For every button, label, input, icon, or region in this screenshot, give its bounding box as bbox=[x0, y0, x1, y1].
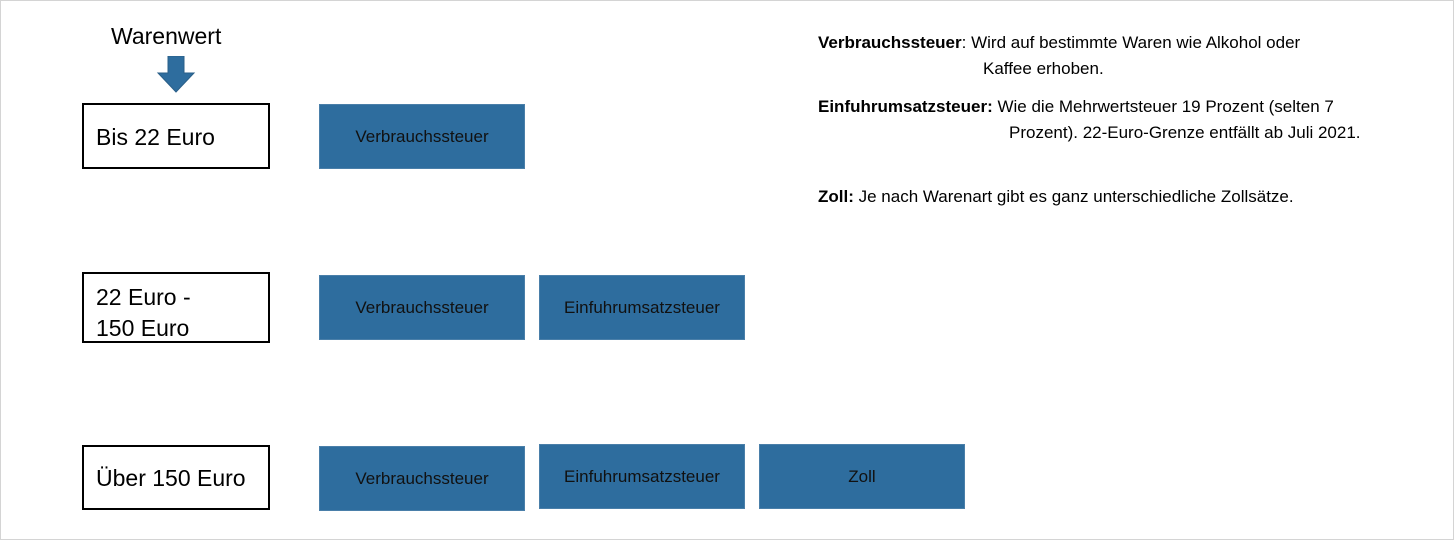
range-label-line2: 150 Euro bbox=[96, 315, 190, 341]
range-box-22-to-150: 22 Euro - 150 Euro bbox=[82, 272, 270, 343]
tax-box-zoll: Zoll bbox=[759, 444, 965, 509]
tax-box-einfuhrumsatzsteuer: Einfuhrumsatzsteuer bbox=[539, 444, 745, 509]
header-label: Warenwert bbox=[111, 23, 222, 49]
range-box-over-150: Über 150 Euro bbox=[82, 445, 270, 510]
legend-description: : Wird auf bestimmte Waren wie Alkohol o… bbox=[961, 33, 1301, 52]
legend-zoll: Zoll: Je nach Warenart gibt es ganz unte… bbox=[818, 184, 1438, 210]
range-box-under-22: Bis 22 Euro bbox=[82, 103, 270, 169]
legend-term: Einfuhrumsatzsteuer: bbox=[818, 97, 993, 116]
legend-description: Wie die Mehrwertsteuer 19 Prozent (selte… bbox=[992, 97, 1334, 116]
range-label: Über 150 Euro bbox=[96, 465, 246, 491]
legend-term: Zoll: bbox=[818, 187, 854, 206]
legend-description-cont: Prozent). 22-Euro-Grenze entfällt ab Jul… bbox=[1009, 123, 1361, 142]
legend-description-cont: Kaffee erhoben. bbox=[983, 59, 1104, 78]
down-arrow-icon bbox=[156, 56, 196, 93]
tax-box-verbrauchssteuer: Verbrauchssteuer bbox=[319, 275, 525, 340]
tax-box-einfuhrumsatzsteuer: Einfuhrumsatzsteuer bbox=[539, 275, 745, 340]
legend-term: Verbrauchssteuer bbox=[818, 33, 962, 52]
legend-description: Je nach Warenart gibt es ganz unterschie… bbox=[853, 187, 1294, 206]
tax-box-verbrauchssteuer: Verbrauchssteuer bbox=[319, 446, 525, 511]
range-label: Bis 22 Euro bbox=[96, 124, 215, 150]
range-label-line1: 22 Euro - bbox=[96, 284, 191, 310]
tax-box-verbrauchssteuer: Verbrauchssteuer bbox=[319, 104, 525, 169]
legend-verbrauchssteuer: Verbrauchssteuer: Wird auf bestimmte War… bbox=[818, 30, 1438, 82]
legend-einfuhrumsatzsteuer: Einfuhrumsatzsteuer: Wie die Mehrwertste… bbox=[818, 94, 1438, 146]
